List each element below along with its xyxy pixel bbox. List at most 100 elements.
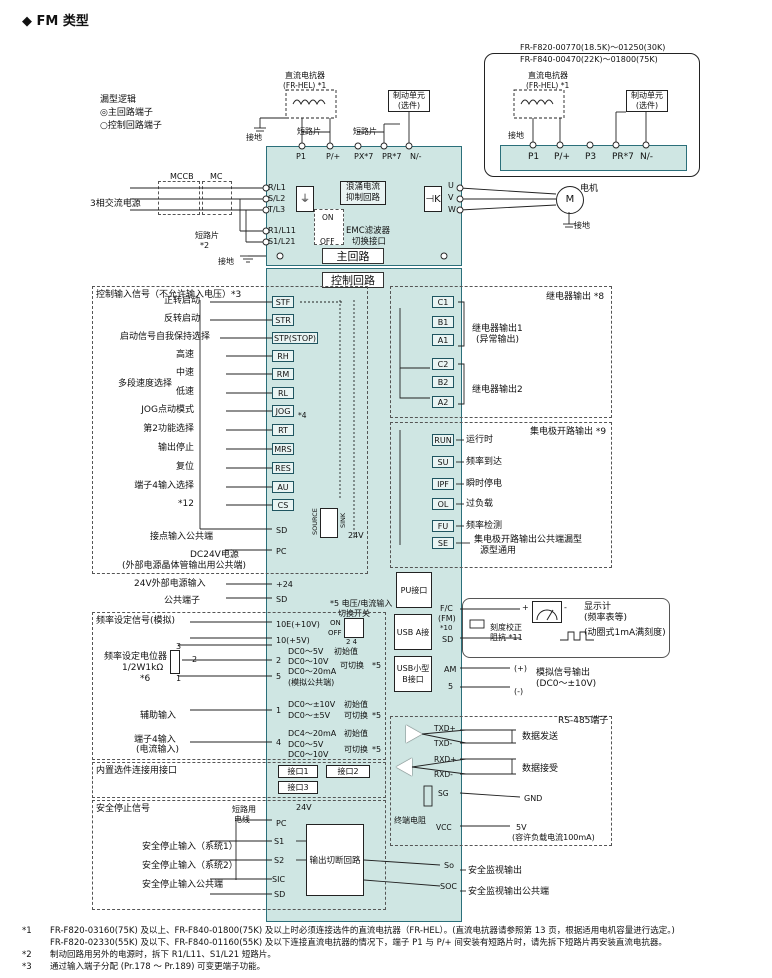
mc-label: MC [210,172,223,181]
pc-label-1: DC24V电源 [190,550,239,560]
safety-term-pc: PC [276,819,287,828]
option-section [92,762,386,798]
motor-label: 电机 [580,184,599,194]
t4-input-label: 端子4输入 [134,735,176,745]
control-input-label: 第2功能选择 [143,424,194,434]
safety-in-2: 安全停止输入（系统2） [142,861,238,871]
range-1-note: *5 [372,711,382,720]
connector-1[interactable]: 接口1 [278,765,318,778]
multi-speed-label: 多段速度选择 [118,379,173,389]
term-10: 10(+5V) [276,636,310,645]
voltage-current-switch[interactable] [344,618,364,638]
switch-off: OFF [328,629,342,637]
emc-filter-label: EMC滤波器 [346,226,391,236]
range-1b: DC0～±5V [288,711,331,720]
control-input-terminal: MRS [272,443,294,455]
oc-terminal: RUN [432,434,454,446]
term-5: 5 [276,672,282,681]
oc-output-label: 频率到达 [466,457,503,467]
safety-section [92,800,386,910]
relay-terminal: C1 [432,296,454,308]
meter-output-box [462,598,670,658]
usb-a-port[interactable]: USB A接口 [394,614,432,673]
sink-label: SINK [339,512,347,528]
pot-pin-3: 3 [176,642,182,651]
rs485-rxd-minus: RXD- [434,770,453,779]
control-input-label: 正转启动 [163,296,200,306]
rectifier-icon: ⏚ [296,186,314,212]
oc-output-label: 频率检测 [466,521,503,531]
calibration-label: 刻度校正 [490,623,522,632]
footnote-mark: *3 [22,962,32,972]
inset-term-p3: P3 [585,152,597,162]
term-fc: F/C [440,604,453,613]
oc-se-label: 集电极开路输出公共端漏型 [474,535,583,545]
source-sink-switch[interactable] [320,508,338,538]
connector-3[interactable]: 接口3 [278,781,318,794]
control-input-label: 低速 [175,387,194,397]
control-input-label: 输出停止 [157,443,194,453]
switch-note: *5 电压/电流输入 [330,599,393,608]
analog-out-label: 模拟信号输出 [536,668,591,678]
oc-terminal: SU [432,456,454,468]
control-24v: 24V [348,531,364,540]
safety-short-label: 短路用 [232,805,256,814]
inset-model-2: FR-F840-00470(22K)～01800(75K) [520,55,658,64]
footnote-text: 通过输入端子分配 (Pr.178 ～ Pr.189) 可变更端子功能。 [50,962,266,972]
term-plus24: +24 [276,580,293,589]
safety-term-s1: S1 [274,837,285,846]
inset-reactor-model: (FR-HEL) *1 [526,81,570,90]
control-input-terminal: STF [272,296,294,308]
sd-contact-label: 接点输入公共端 [150,532,214,542]
pot-label: 频率设定电位器 [104,652,168,662]
safety-term-sd: SD [274,890,286,899]
inset-term-p1: P1 [528,152,540,162]
safety-in-1: 安全停止输入（系统1） [142,842,238,852]
term-p-plus: P/+ [326,152,341,161]
control-input-terminal: CS [272,499,294,511]
inset-term-pr: PR*7 [612,152,634,162]
safety-title: 安全停止信号 [96,804,151,814]
rs485-vcc: VCC [436,823,452,832]
term-10e: 10E(+10V) [276,620,320,629]
inrush-circuit: 浪涌电流抑制回路 [340,181,386,205]
oc-terminal: OL [432,498,454,510]
reactor-model: (FR-HEL) *1 [283,81,327,90]
relay-title: 继电器输出 *8 [546,292,605,302]
pu-port[interactable]: PU接口 [396,572,432,608]
term-2: 2 [276,656,282,665]
term-fc-fm: (FM) [438,614,456,623]
rs485-term-resistor: 终端电阻 [394,816,426,825]
brake-unit: 制动单元(选件) [388,90,430,112]
control-input-label: 端子4输入选择 [134,481,194,491]
term-4: 4 [276,738,282,747]
safety-in-common: 安全停止输入公共端 [142,880,224,890]
footnote-mark: *1 [22,926,32,936]
oc-term-se: SE [432,537,454,549]
safety-term-soc: SOC [440,882,457,891]
term-r-l1: R/L1 [268,183,286,192]
control-input-terminal: AU [272,481,294,493]
term-sd-2: SD [276,595,288,604]
connector-2[interactable]: 接口2 [326,765,370,778]
rs485-5v: 5V [516,823,527,832]
power-short-label: 短路片 [195,231,219,240]
emc-switch[interactable] [314,209,344,245]
jog-note: *4 [298,411,307,420]
term-pr: PR*7 [382,152,402,161]
range-2c: DC0～20mA [288,667,337,676]
safety-24v: 24V [296,803,312,812]
range-4-init: 初始值 [344,729,368,738]
term-am-5: 5 [448,682,454,691]
emc-filter-label-2: 切换接口 [352,237,387,247]
control-input-label: JOG点动模式 [141,405,194,415]
range-2b: DC0～10V [288,657,329,666]
inverter-icon: ⊣K [424,186,442,212]
inset-reactor-label: 直流电抗器 [528,71,568,80]
range-1-switch: 可切换 [344,711,368,720]
term-1: 1 [276,706,282,715]
power-ground: 接地 [218,257,234,266]
legend-title: 漏型逻辑 [100,95,137,105]
safety-monitor: 安全监视输出 [468,866,523,876]
